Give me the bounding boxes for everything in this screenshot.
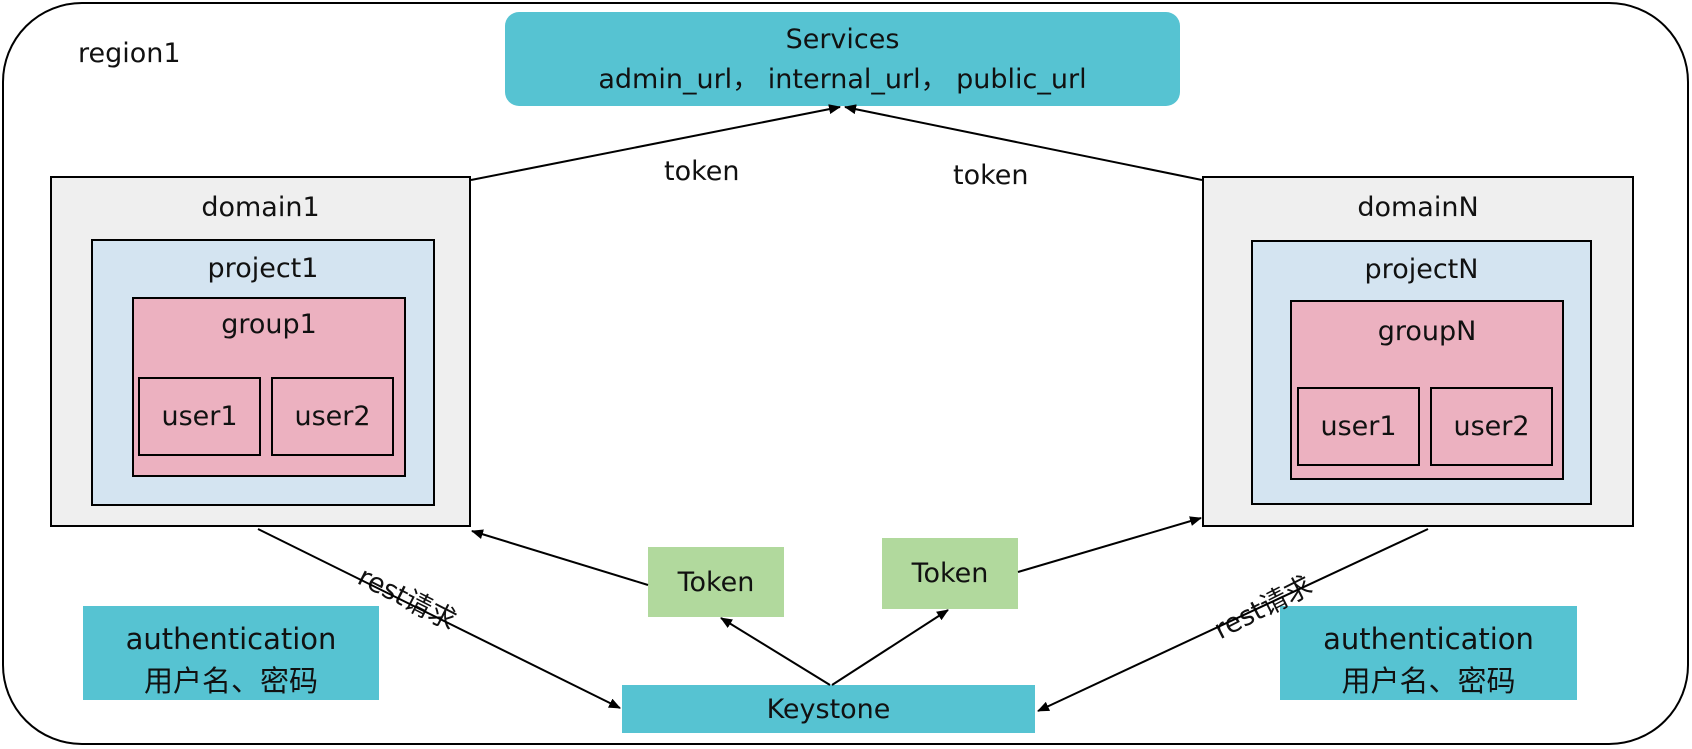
token-label-left: token [664, 156, 740, 187]
services-title: Services [785, 24, 900, 55]
project-right-title: projectN [1364, 254, 1479, 285]
auth-box-right: authentication 用户名、密码 [1280, 606, 1577, 700]
arrow-domainN-to-services [844, 104, 1203, 181]
auth-box-left: authentication 用户名、密码 [83, 606, 379, 700]
arrow-keystone-to-token-right [831, 609, 949, 686]
services-box: Services admin_url， internal_url， public… [505, 12, 1180, 106]
token-box-right: Token [882, 538, 1018, 609]
group-left-title: group1 [221, 309, 317, 340]
auth-left-line1: authentication [125, 622, 337, 656]
user-right-2: user2 [1430, 387, 1553, 466]
token-label-right: token [953, 160, 1029, 191]
arrow-domain1-to-keystone [257, 528, 621, 709]
user-left-1: user1 [138, 377, 261, 456]
arrow-keystone-to-token-left [720, 617, 831, 686]
arrow-token-to-domain1 [471, 529, 649, 586]
arrow-domainN-to-keystone [1037, 528, 1429, 712]
group-right-title: groupN [1377, 316, 1477, 347]
project-left-title: project1 [207, 253, 319, 284]
token-box-left: Token [648, 547, 784, 617]
region-label: region1 [78, 38, 181, 69]
keystone-box: Keystone [622, 685, 1035, 733]
domain-right-title: domainN [1357, 192, 1479, 223]
services-urls: admin_url， internal_url， public_url [598, 64, 1087, 95]
arrow-token-to-domainN [1017, 516, 1202, 573]
domain-left-title: domain1 [201, 192, 320, 223]
user-right-1: user1 [1297, 387, 1420, 466]
user-left-2: user2 [271, 377, 394, 456]
arrow-domain1-to-services [470, 104, 841, 181]
auth-right-line2: 用户名、密码 [1341, 664, 1516, 698]
auth-right-line1: authentication [1323, 622, 1534, 656]
auth-left-line2: 用户名、密码 [143, 664, 318, 698]
